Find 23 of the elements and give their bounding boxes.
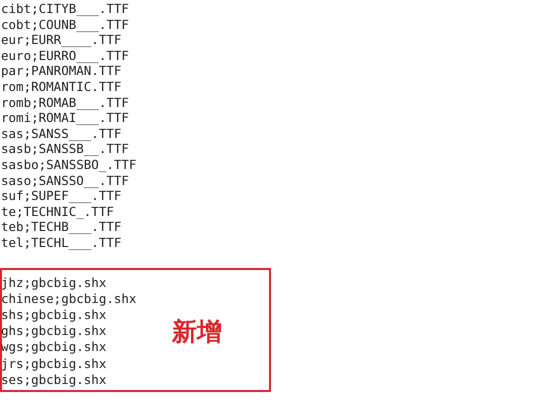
config-line: sasb;SANSSB__.TTF	[1, 141, 129, 156]
config-line: teb;TECHB___.TTF	[1, 219, 122, 234]
config-line: cobt;COUNB___.TTF	[1, 16, 129, 32]
config-line: sasbo;SANSSBO_.TTF	[1, 157, 136, 172]
config-line: sas;SANSS___.TTF	[1, 126, 122, 141]
highlight-note: 新增	[172, 316, 222, 348]
highlight-box	[0, 268, 271, 392]
config-line: par;PANROMAN.TTF	[1, 63, 122, 78]
config-line: tel;TECHL___.TTF	[1, 235, 122, 250]
config-line: eur;EURR____.TTF	[1, 32, 122, 48]
config-line: suf;SUPEF___.TTF	[1, 188, 122, 204]
config-line: saso;SANSSO__.TTF	[1, 172, 129, 188]
config-line: cibt;CITYB___.TTF	[1, 1, 129, 16]
config-line: te;TECHNIC_.TTF	[1, 204, 114, 219]
config-line: rom;ROMANTIC.TTF	[1, 79, 122, 94]
config-line: shs;gbcbig.shx	[1, 307, 106, 322]
config-line: jhz;gbcbig.shx	[1, 275, 106, 290]
config-line: romi;ROMAI___.TTF	[1, 110, 129, 126]
config-line: jrs;gbcbig.shx	[1, 356, 106, 370]
config-line: romb;ROMAB___.TTF	[1, 94, 129, 110]
config-line: euro;EURRO___.TTF	[1, 48, 129, 63]
config-line: chinese;gbcbig.shx	[1, 291, 136, 306]
config-line: ses;gbcbig.shx	[1, 372, 106, 387]
